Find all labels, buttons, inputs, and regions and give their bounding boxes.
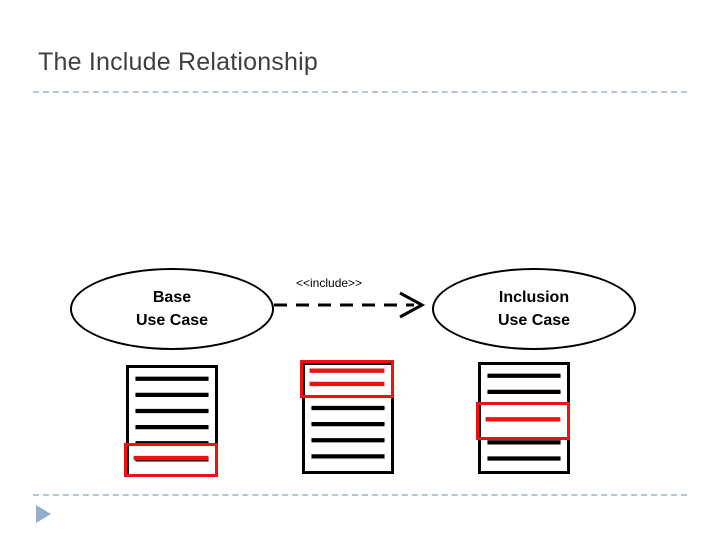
highlight-box-inclusion [476, 402, 570, 440]
use-case-base[interactable]: Base Use Case [70, 268, 274, 350]
use-case-inclusion-line2: Use Case [497, 312, 571, 329]
divider-top [33, 91, 687, 93]
page-title: The Include Relationship [38, 48, 318, 76]
use-case-base-line2: Use Case [135, 312, 209, 329]
use-case-inclusion[interactable]: Inclusion Use Case [432, 268, 636, 350]
use-case-base-line1: Base [152, 288, 192, 306]
use-case-inclusion-line1: Inclusion [498, 288, 570, 306]
include-stereotype-label: <<include>> [296, 276, 363, 290]
highlight-box-include [300, 360, 394, 398]
include-arrow-icon [274, 291, 426, 319]
highlight-box-base [124, 443, 218, 477]
document-icon-include [302, 362, 394, 474]
play-triangle-icon[interactable] [36, 505, 51, 523]
divider-bottom [33, 494, 687, 496]
